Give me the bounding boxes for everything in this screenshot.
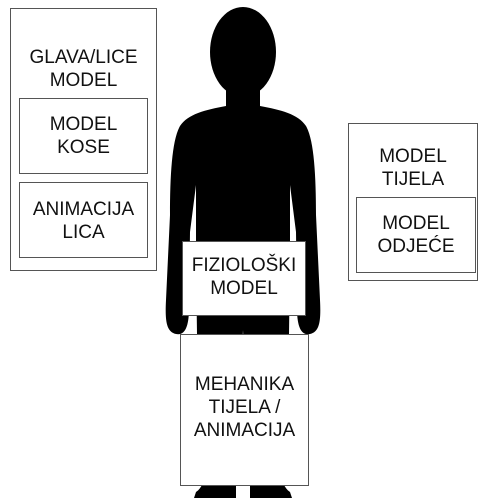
body-mechanics-animation-box: MEHANIKA TIJELA / ANIMACIJA (180, 334, 309, 486)
clothing-model-box: MODEL ODJEĆE (356, 197, 476, 273)
physiological-model-label: FIZIOLOŠKI MODEL (183, 254, 305, 300)
body-mechanics-animation-label: MEHANIKA TIJELA / ANIMACIJA (181, 373, 308, 442)
face-animation-label: ANIMACIJA LICA (20, 198, 147, 244)
physiological-model-box: FIZIOLOŠKI MODEL (182, 241, 306, 316)
face-animation-box: ANIMACIJA LICA (19, 182, 148, 258)
hair-model-box: MODEL KOSE (19, 98, 148, 174)
hair-model-label: MODEL KOSE (20, 113, 147, 159)
head-face-model-label: GLAVA/LICE MODEL (11, 46, 156, 92)
clothing-model-label: MODEL ODJEĆE (357, 212, 475, 258)
body-model-label: MODEL TIJELA (349, 145, 477, 191)
